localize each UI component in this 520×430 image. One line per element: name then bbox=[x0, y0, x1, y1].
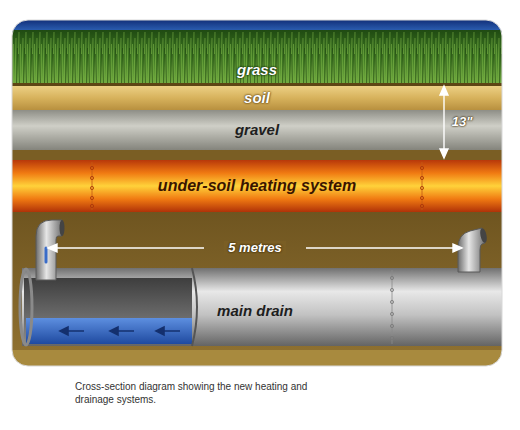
flow-arrows bbox=[60, 327, 180, 335]
vent-opening bbox=[479, 228, 488, 244]
earth-gap bbox=[12, 150, 502, 160]
rivet bbox=[390, 276, 393, 279]
rivet bbox=[420, 176, 423, 179]
rivet bbox=[390, 312, 393, 315]
caption: Cross-section diagram showing the new he… bbox=[75, 380, 313, 406]
pipe-body bbox=[22, 268, 502, 346]
dimension-label: 13" bbox=[448, 115, 477, 129]
soil-layer: soil bbox=[12, 86, 502, 110]
panel-border bbox=[12, 20, 502, 366]
dimension-line bbox=[443, 94, 444, 150]
arrow-head bbox=[453, 244, 462, 252]
rivet bbox=[390, 336, 393, 339]
arrow-head bbox=[440, 86, 448, 95]
soil-layer bbox=[12, 86, 502, 110]
cutaway-rim bbox=[192, 268, 197, 346]
heating-rivets bbox=[90, 162, 423, 210]
layer-name: grass bbox=[237, 62, 277, 79]
dimension-line bbox=[306, 247, 454, 248]
arrow-head bbox=[440, 149, 448, 158]
heating-layer bbox=[12, 160, 502, 212]
rivet bbox=[90, 176, 93, 179]
rivet bbox=[420, 166, 423, 169]
pipe-interior bbox=[24, 278, 192, 344]
arrow-head bbox=[60, 327, 68, 335]
main-drain-pipe bbox=[20, 220, 502, 346]
ground-layers bbox=[12, 20, 502, 366]
pipe-rivets bbox=[390, 270, 393, 344]
layer-name: soil bbox=[244, 90, 270, 107]
soil-edge bbox=[12, 83, 502, 86]
left-vent-pipe bbox=[36, 220, 62, 280]
rivet bbox=[390, 300, 393, 303]
gravel-layer: gravel bbox=[12, 110, 502, 150]
arrow-head bbox=[156, 327, 164, 335]
main-drain: main drain bbox=[190, 280, 320, 342]
rivet bbox=[90, 186, 93, 189]
pipe-opening bbox=[20, 269, 32, 345]
rivet bbox=[90, 196, 93, 199]
rivet bbox=[420, 196, 423, 199]
layer-name: gravel bbox=[235, 122, 279, 139]
arrow-head bbox=[48, 244, 57, 252]
gravel-layer bbox=[12, 110, 502, 150]
rivet bbox=[390, 324, 393, 327]
dimension-label: 5 metres bbox=[224, 241, 285, 255]
seam bbox=[392, 270, 393, 344]
rivet bbox=[390, 288, 393, 291]
layer-name: main drain bbox=[217, 303, 293, 320]
heating-band: under-soil heating system bbox=[12, 160, 502, 212]
bottom-layer bbox=[12, 350, 502, 366]
water-drip bbox=[45, 248, 48, 262]
layer-name: under-soil heating system bbox=[158, 177, 356, 195]
rivet bbox=[90, 204, 93, 207]
depth-dimension bbox=[440, 86, 448, 158]
rivet bbox=[90, 166, 93, 169]
grass-blades bbox=[12, 30, 502, 84]
dimension-line bbox=[56, 247, 204, 248]
water bbox=[26, 318, 192, 344]
grass-layer: grass bbox=[12, 56, 502, 84]
rivet bbox=[420, 204, 423, 207]
rivet bbox=[420, 186, 423, 189]
vent-opening bbox=[60, 220, 65, 236]
arrow-head bbox=[110, 327, 118, 335]
grass-layer bbox=[12, 30, 502, 84]
